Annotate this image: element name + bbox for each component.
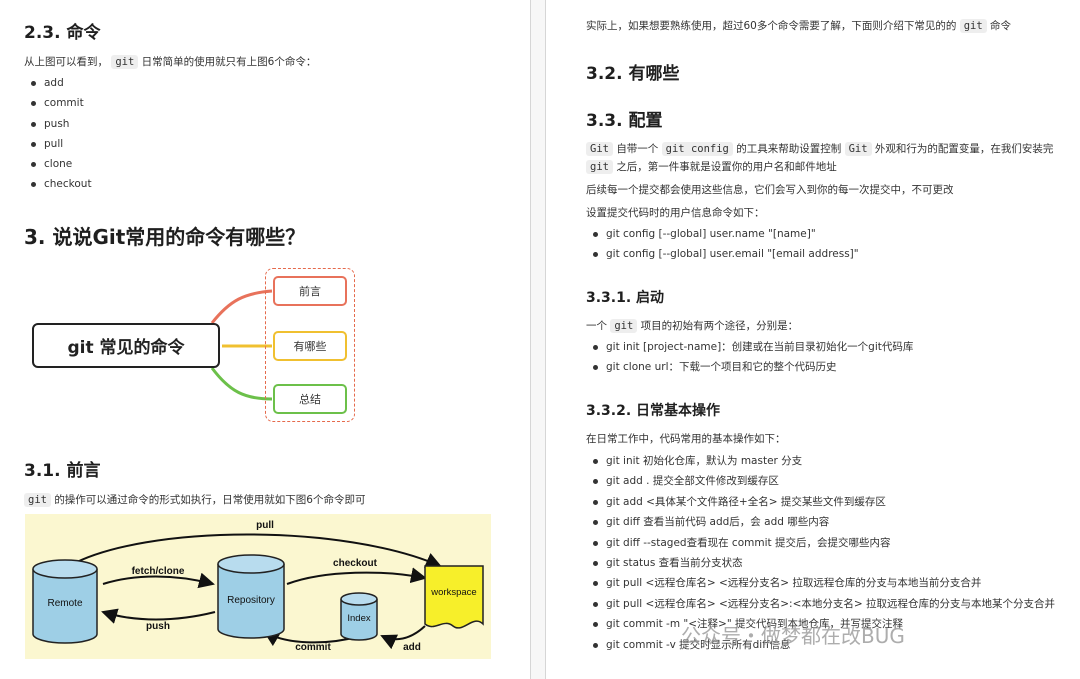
config-text-2: 的工具来帮助设置控制 (736, 143, 842, 155)
mindmap-node-preface: 前言 (273, 276, 347, 306)
start-list: git init [project-name]：创建或在当前目录初始化一个git… (586, 337, 913, 378)
config-paragraph-3: 设置提交代码时的用户信息命令如下： (586, 207, 765, 219)
arrow-checkout (286, 567, 427, 585)
node-label-repository: Repository (227, 595, 275, 606)
list-item: push (24, 114, 92, 134)
workspace-document (424, 565, 484, 629)
list-item: git pull <远程仓库名> <远程分支名> 拉取远程仓库的分支与本地当前分… (586, 573, 1055, 593)
daily-paragraph: 在日常工作中，代码常用的基本操作如下： (586, 433, 786, 445)
arrow-label-push: push (146, 621, 170, 632)
list-item: commit (24, 93, 92, 113)
intro-paragraph: 从上图可以看到， git 日常简单的使用就只有上图6个命令： (24, 54, 316, 69)
mindmap-node-which: 有哪些 (273, 331, 347, 361)
connector-top (210, 289, 273, 324)
config-paragraph-line1: Git 自带一个 git config 的工具来帮助设置控制 Git 外观和行为… (586, 141, 1053, 156)
connector-bottom (210, 367, 273, 401)
list-item: git commit -m "<注释>" 提交代码到本地仓库，并写提交注释 (586, 614, 1055, 634)
watermark: 公众号・做梦都在改BUG (681, 624, 905, 648)
node-label-workspace: workspace (430, 587, 476, 598)
page-gutter (530, 0, 546, 679)
list-item: clone (24, 154, 92, 174)
mindmap-root-node: git 常见的命令 (32, 323, 220, 368)
left-page: 2.3. 命令 从上图可以看到， git 日常简单的使用就只有上图6个命令： a… (0, 0, 530, 679)
inline-code: git (959, 19, 987, 33)
preface-paragraph: git 的操作可以通过命令的形式如执行，日常使用就如下图6个命令即可 (24, 492, 366, 507)
list-item: git config [--global] user.name "[name]" (586, 224, 859, 244)
mindmap-connectors (210, 289, 273, 401)
start-paragraph: 一个 git 项目的初始有两个途径，分别是： (586, 318, 798, 333)
inline-code: git (111, 55, 139, 69)
inline-code: git (586, 160, 613, 174)
list-item: git config [--global] user.email "[email… (586, 244, 859, 264)
top-text-end: 命令 (990, 20, 1012, 32)
inline-code: git (24, 493, 51, 507)
mindmap-group-frame (265, 268, 355, 422)
inline-code: git (610, 319, 638, 333)
list-item: git diff 查看当前代码 add后，会 add 哪些内容 (586, 512, 1055, 532)
inline-code: git config (661, 142, 733, 156)
command-list: add commit push pull clone checkout (24, 73, 92, 195)
list-item: pull (24, 134, 92, 154)
list-item: git init [project-name]：创建或在当前目录初始化一个git… (586, 337, 913, 357)
preface-text: 的操作可以通过命令的形式如执行，日常使用就如下图6个命令即可 (54, 494, 366, 506)
git-flow-diagram: Remote Repository Index workspace pull f… (25, 514, 491, 659)
config-paragraph-2: 后续每一个提交都会使用这些信息，它们会写入到你的每一次提交中，不可更改 (586, 184, 954, 196)
heading-3: 3. 说说Git常用的命令有哪些？ (24, 225, 306, 249)
index-cylinder (340, 592, 378, 641)
arrow-add (380, 625, 426, 650)
daily-list: git init 初始化仓库，默认为 master 分支 git add . 提… (586, 451, 1055, 655)
list-item: git commit -v 提交时显示所有diff信息 (586, 635, 1055, 655)
arrow-label-checkout: checkout (333, 558, 378, 569)
config-text-1: 自带一个 (616, 143, 659, 155)
arrow-label-commit: commit (295, 642, 331, 653)
heading-2-3: 2.3. 命令 (24, 23, 101, 43)
inline-code: Git (586, 142, 613, 156)
arrow-label-add: add (403, 642, 421, 653)
config-text-3: 外观和行为的配置变量，在我们安装完 (874, 143, 1054, 155)
list-item: git status 查看当前分支状态 (586, 553, 1055, 573)
top-text: 实际上，如果想要熟练使用，超过60多个命令需要了解，下面则介绍下常见的的 (586, 20, 957, 32)
arrow-push (101, 608, 216, 624)
node-label-remote: Remote (47, 598, 82, 609)
intro-text-after: 日常简单的使用就只有上图6个命令： (141, 56, 317, 68)
list-item: add (24, 73, 92, 93)
git-flow-graphic: Remote Repository Index workspace pull f… (32, 520, 484, 653)
list-item: checkout (24, 174, 92, 194)
heading-3-3-2: 3.3.2. 日常基本操作 (586, 403, 721, 419)
arrow-pull (68, 533, 442, 568)
start-text-2: 项目的初始有两个途径，分别是： (640, 320, 799, 332)
list-item: git add . 提交全部文件修改到缓存区 (586, 471, 1055, 491)
right-page: 实际上，如果想要熟练使用，超过60多个命令需要了解，下面则介绍下常见的的 git… (546, 0, 1080, 679)
config-list: git config [--global] user.name "[name]"… (586, 224, 859, 265)
list-item: git add <具体某个文件路径+全名> 提交某些文件到缓存区 (586, 492, 1055, 512)
inline-code: Git (844, 142, 872, 156)
remote-cylinder (32, 559, 98, 644)
start-text-1: 一个 (586, 320, 607, 332)
config-text-4: 之后，第一件事就是设置你的用户名和邮件地址 (616, 161, 837, 173)
arrow-label-fetch-clone: fetch/clone (132, 566, 185, 577)
intro-text-before: 从上图可以看到， (24, 56, 108, 68)
mindmap-node-summary: 总结 (273, 384, 347, 414)
heading-3-1: 3.1. 前言 (24, 461, 101, 481)
heading-3-3: 3.3. 配置 (586, 111, 663, 131)
list-item: git clone url：下载一个项目和它的整个代码历史 (586, 357, 913, 377)
node-label-index: Index (347, 613, 370, 624)
repository-cylinder (217, 554, 285, 639)
arrow-fetch-clone (102, 572, 215, 589)
list-item: git pull <远程仓库名> <远程分支名>:<本地分支名> 拉取远程仓库的… (586, 594, 1055, 614)
top-paragraph: 实际上，如果想要熟练使用，超过60多个命令需要了解，下面则介绍下常见的的 git… (586, 18, 1011, 33)
arrow-label-pull: pull (256, 520, 274, 531)
heading-3-2: 3.2. 有哪些 (586, 64, 680, 84)
heading-3-3-1: 3.3.1. 启动 (586, 290, 665, 306)
config-paragraph-line2: git 之后，第一件事就是设置你的用户名和邮件地址 (586, 159, 837, 174)
list-item: git init 初始化仓库，默认为 master 分支 (586, 451, 1055, 471)
list-item: git diff --staged查看现在 commit 提交后，会提交哪些内容 (586, 533, 1055, 553)
